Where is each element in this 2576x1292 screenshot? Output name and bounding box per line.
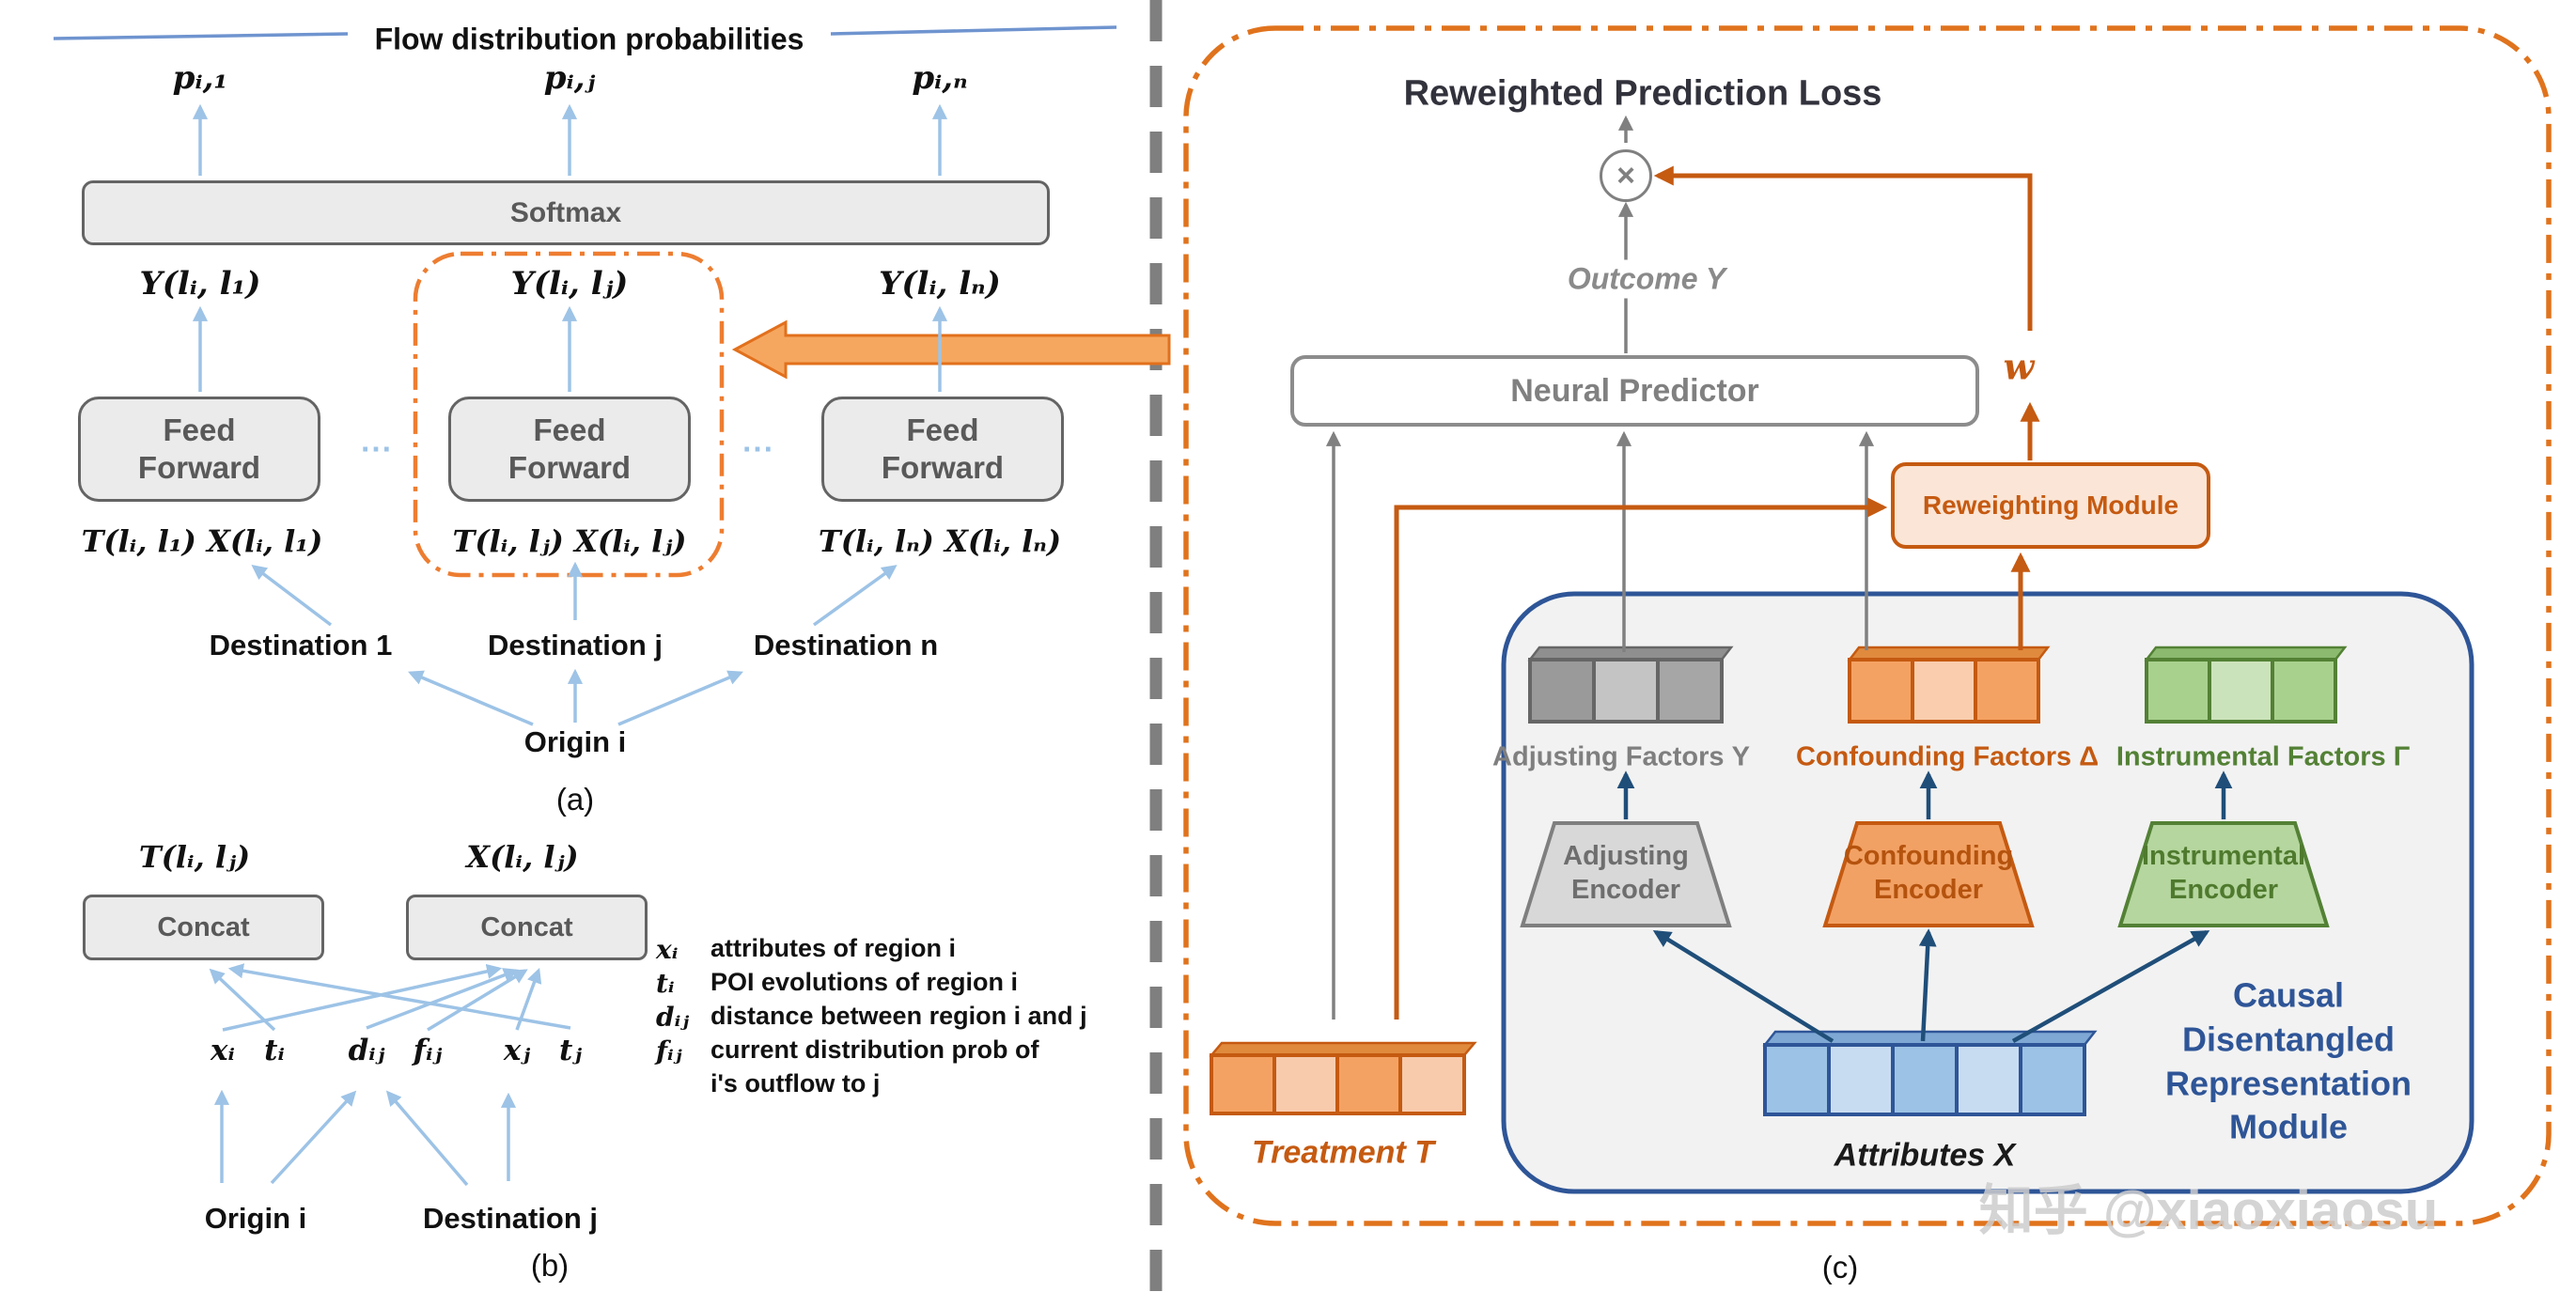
var-xj: xⱼ xyxy=(503,1034,531,1067)
caption-c: (c) xyxy=(1821,1250,1859,1284)
legend-row: tᵢ POI evolutions of region i xyxy=(656,968,1220,1002)
caption-b: (b) xyxy=(530,1248,570,1283)
prob-label-j: pᵢ,ⱼ xyxy=(543,59,596,97)
adjusting-factors-label: Adjusting Factors Υ xyxy=(1492,741,1750,772)
var-dij: dᵢⱼ xyxy=(348,1034,385,1067)
orange-paths xyxy=(1394,165,2040,1020)
concat-box-x: Concat xyxy=(406,895,648,960)
legend-symbol: fᵢⱼ xyxy=(656,1035,682,1066)
feed-forward-box-j: Feed Forward xyxy=(448,397,691,502)
var-tj: tⱼ xyxy=(558,1034,583,1067)
softmax-box: Softmax xyxy=(82,180,1050,245)
feed-forward-box-1: Feed Forward xyxy=(78,397,320,502)
treatment-t-block xyxy=(1209,1041,1477,1115)
legend-row: fᵢⱼ current distribution prob of xyxy=(656,1035,1220,1069)
legend-symbol: xᵢ xyxy=(656,934,679,965)
instrumental-factors-block xyxy=(2144,646,2348,724)
feed-forward-label: Feed Forward xyxy=(137,413,261,485)
y-label-n: Y(lᵢ, lₙ) xyxy=(879,265,1001,303)
reweighting-module-box: Reweighting Module xyxy=(1891,462,2210,549)
concat-label: Concat xyxy=(480,911,573,942)
ellipsis-left: ⋯ xyxy=(360,431,392,467)
legend-desc: current distribution prob of xyxy=(710,1035,1039,1064)
ellipsis-right: ⋯ xyxy=(742,431,773,467)
attributes-x-block xyxy=(1762,1030,2098,1116)
feed-forward-label: Feed Forward xyxy=(881,413,1005,485)
panel-c-border xyxy=(1183,25,2552,1226)
confounding-encoder-label: Confounding Encoder xyxy=(1843,840,2014,905)
causal-module-title: Causal Disentangled Representation Modul… xyxy=(2164,975,2412,1146)
panel-a-arrows xyxy=(192,103,948,726)
concat-box-t: Concat xyxy=(83,895,324,960)
destination-j-label: Destination j xyxy=(487,629,664,662)
legend-desc: POI evolutions of region i xyxy=(710,968,1019,996)
softmax-label: Softmax xyxy=(509,196,622,228)
neural-predictor-label: Neural Predictor xyxy=(1510,372,1759,409)
y-label-j: Y(lᵢ, lⱼ) xyxy=(510,265,629,303)
watermark: 知乎 @xiaoxiaosu xyxy=(1978,1180,2439,1241)
adjusting-factors-block xyxy=(1527,646,1734,724)
weight-w-label: w xyxy=(2003,345,2035,388)
prob-label-1: pᵢ,₁ xyxy=(172,59,228,97)
confounding-factors-label: Confounding Factors Δ xyxy=(1795,741,2100,772)
legend-desc: attributes of region i xyxy=(710,934,957,962)
adjusting-encoder-shape xyxy=(1520,821,1732,927)
panel-b-x-label: X(lᵢ, lⱼ) xyxy=(466,839,579,875)
tx-label-j: T(lᵢ, lⱼ) X(lᵢ, lⱼ) xyxy=(452,523,687,559)
heading-line-right xyxy=(830,25,1117,36)
var-xi: xᵢ xyxy=(211,1034,235,1067)
attributes-x-label: Attributes X xyxy=(1834,1137,2016,1174)
destination-1-label: Destination 1 xyxy=(209,629,393,662)
y-label-1: Y(lᵢ, l₁) xyxy=(139,265,261,303)
legend-desc: distance between region i and j xyxy=(710,1002,1087,1030)
feed-forward-box-n: Feed Forward xyxy=(821,397,1064,502)
origin-i-label-b: Origin i xyxy=(204,1202,307,1235)
prob-label-n: pᵢ,ₙ xyxy=(912,59,968,97)
instrumental-encoder-label: Instrumental Encoder xyxy=(2141,840,2306,905)
feed-forward-label: Feed Forward xyxy=(507,413,632,485)
confounding-factors-block xyxy=(1847,646,2051,724)
legend-row: dᵢⱼ distance between region i and j xyxy=(656,1002,1220,1035)
caption-a: (a) xyxy=(555,782,595,817)
encoder-arrows xyxy=(1616,771,2233,1043)
legend-symbol: dᵢⱼ xyxy=(656,1002,690,1033)
outcome-y-label: Outcome Y xyxy=(1557,259,1736,299)
treatment-t-label: Treatment T xyxy=(1252,1134,1434,1171)
concat-label: Concat xyxy=(157,911,250,942)
instrumental-factors-label: Instrumental Factors Γ xyxy=(2115,741,2411,772)
neural-predictor-box: Neural Predictor xyxy=(1290,355,1979,427)
flow-heading: Flow distribution probabilities xyxy=(374,22,804,56)
panel-b-t-label: T(lᵢ, lⱼ) xyxy=(138,839,251,875)
tx-label-1: T(lᵢ, l₁) X(lᵢ, l₁) xyxy=(81,523,323,559)
legend-symbol: tᵢ xyxy=(656,968,675,999)
variable-legend: xᵢ attributes of region i tᵢ POI evoluti… xyxy=(656,934,1220,1103)
multiply-circle: × xyxy=(1600,149,1652,202)
confounding-encoder-shape xyxy=(1822,821,2035,927)
var-ti: tᵢ xyxy=(264,1034,285,1067)
gray-arrows xyxy=(1325,115,1875,1020)
big-left-arrow-icon xyxy=(731,319,1171,380)
reweighted-loss-title: Reweighted Prediction Loss xyxy=(1403,73,1882,114)
panel-b-arrows xyxy=(209,963,571,1187)
var-fij: fᵢⱼ xyxy=(413,1034,443,1067)
origin-i-label-a: Origin i xyxy=(523,725,627,758)
multiply-icon: × xyxy=(1616,157,1635,194)
tx-label-n: T(lᵢ, lₙ) X(lᵢ, lₙ) xyxy=(818,523,1062,559)
destination-j-label-b: Destination j xyxy=(422,1202,599,1235)
destination-n-label: Destination n xyxy=(753,629,939,662)
heading-line-left xyxy=(53,32,349,40)
adjusting-encoder-label: Adjusting Encoder xyxy=(1563,840,1689,905)
legend-row: i's outflow to j xyxy=(656,1069,1220,1103)
legend-row: xᵢ attributes of region i xyxy=(656,934,1220,968)
instrumental-encoder-shape xyxy=(2117,821,2330,927)
legend-desc: i's outflow to j xyxy=(710,1069,881,1097)
reweighting-module-label: Reweighting Module xyxy=(1922,490,2179,520)
